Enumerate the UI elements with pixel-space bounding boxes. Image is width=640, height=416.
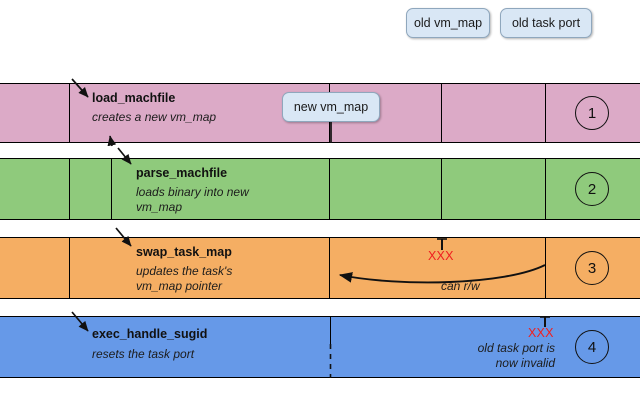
lane-3	[0, 237, 640, 299]
lane-1-divider-c	[441, 84, 442, 142]
lane-1-number: 1	[587, 104, 597, 122]
lane-3-invalid-marker: XXX	[428, 249, 454, 263]
lane-3-number: 3	[587, 259, 597, 277]
lane-2-title: parse_machfile	[136, 166, 228, 180]
lane-3-divider-b	[329, 238, 330, 298]
lane-2-divider-c	[329, 159, 330, 219]
legend-old-task-port-label: old task port	[511, 16, 581, 30]
lane-4-divider-solid-top	[330, 317, 331, 345]
lane-2-badge: 2	[575, 172, 609, 206]
lane-3-divider-a	[69, 238, 70, 298]
lane-4	[0, 316, 640, 378]
lane-3-title: swap_task_map	[136, 245, 232, 259]
lane-3-description: updates the task's vm_map pointer	[136, 264, 233, 293]
lane-3-arrow-label: can r/w	[441, 279, 480, 293]
legend-old-vm-map-box: old vm_map	[406, 8, 490, 38]
lane-2-number: 2	[587, 180, 597, 198]
lane-4-invalid-marker: XXX	[528, 326, 554, 340]
lane-2-description: loads binary into new vm_map	[136, 185, 249, 214]
lane-2-divider-d	[441, 159, 442, 219]
lane-2	[0, 158, 640, 220]
lane-1-description: creates a new vm_map	[92, 110, 217, 124]
lane-4-badge: 4	[575, 330, 609, 364]
lane-1-divider-d	[545, 84, 546, 142]
lane-1-badge: 1	[575, 96, 609, 130]
lane-4-description: resets the task port	[92, 347, 195, 361]
legend-old-task-port-box: old task port	[500, 8, 592, 38]
lane-3-badge: 3	[575, 251, 609, 285]
new-vm-map-label: new vm_map	[293, 100, 369, 114]
lane-1-divider-a	[69, 84, 70, 142]
lane-2-divider-b	[111, 159, 112, 219]
lane-4-note: old task port is now invalid	[477, 341, 555, 370]
new-vm-map-node: new vm_map	[282, 92, 380, 122]
lane-2-divider-a	[69, 159, 70, 219]
lane-3-divider-c	[545, 238, 546, 298]
lane-4-title: exec_handle_sugid	[92, 327, 208, 341]
lane-4-number: 4	[587, 338, 597, 356]
lane-1-title: load_machfile	[92, 91, 176, 105]
legend-old-vm-map-label: old vm_map	[413, 16, 483, 30]
lane-2-divider-e	[545, 159, 546, 219]
